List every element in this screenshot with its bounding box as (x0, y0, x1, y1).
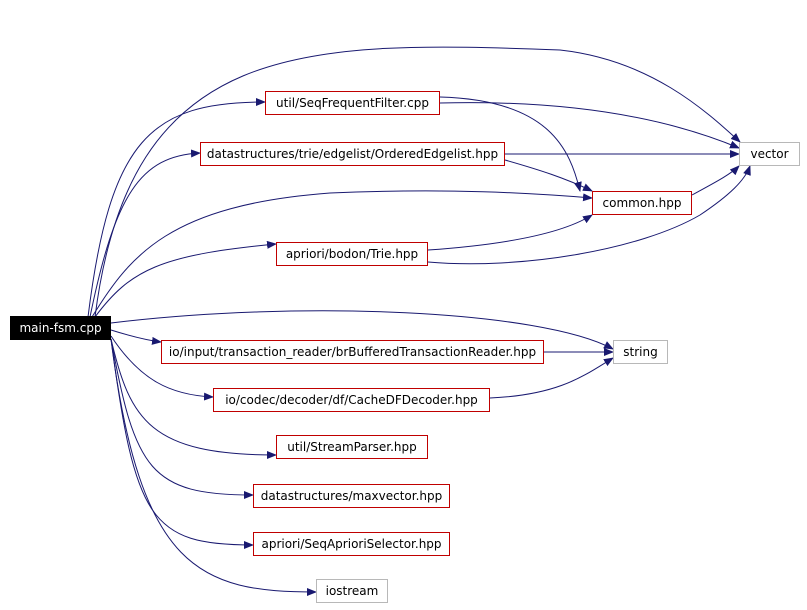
edge-main-to-maxvector (110, 338, 254, 499)
edge-common-to-vector (691, 165, 740, 196)
node-vector: vector (739, 142, 800, 166)
edge-seq-frequent-filter-to-vector (439, 102, 740, 149)
edge-main-to-vector (94, 46, 741, 318)
node-common-hpp[interactable]: common.hpp (592, 191, 692, 215)
edge-main-to-common (91, 190, 593, 318)
edge-ordered-edgelist-to-common (504, 159, 593, 192)
node-string: string (613, 340, 668, 364)
node-ordered-edgelist[interactable]: datastructures/trie/edgelist/OrderedEdge… (200, 142, 505, 166)
node-cache-df-decoder[interactable]: io/codec/decoder/df/CacheDFDecoder.hpp (213, 388, 490, 412)
edge-main-to-iostream (110, 338, 317, 596)
node-stream-parser[interactable]: util/StreamParser.hpp (276, 435, 428, 459)
node-seq-apriori-selector[interactable]: apriori/SeqAprioriSelector.hpp (253, 532, 450, 556)
edge-main-to-trie (94, 240, 277, 318)
edge-main-to-string (110, 310, 614, 350)
node-buffered-transaction-reader[interactable]: io/input/transaction_reader/brBufferedTr… (161, 340, 544, 364)
edge-main-to-buffered-reader (110, 329, 162, 345)
edge-main-to-seq-apriori-selector (110, 338, 254, 549)
edge-trie-to-common (427, 214, 593, 251)
edge-seq-frequent-filter-to-common (439, 96, 582, 192)
edge-main-to-ordered-edgelist (89, 149, 201, 318)
edge-main-to-cache-decoder (110, 335, 214, 401)
edge-trie-to-vector (427, 165, 751, 265)
edge-cache-decoder-to-string (489, 357, 614, 399)
node-main-fsm-cpp: main-fsm.cpp (10, 316, 111, 340)
node-iostream: iostream (316, 579, 388, 603)
edge-main-to-stream-parser (110, 338, 277, 459)
node-seq-frequent-filter[interactable]: util/SeqFrequentFilter.cpp (265, 91, 440, 115)
edge-main-to-seq-frequent-filter (87, 98, 266, 318)
node-trie-hpp[interactable]: apriori/bodon/Trie.hpp (276, 242, 428, 266)
node-maxvector[interactable]: datastructures/maxvector.hpp (253, 484, 450, 508)
